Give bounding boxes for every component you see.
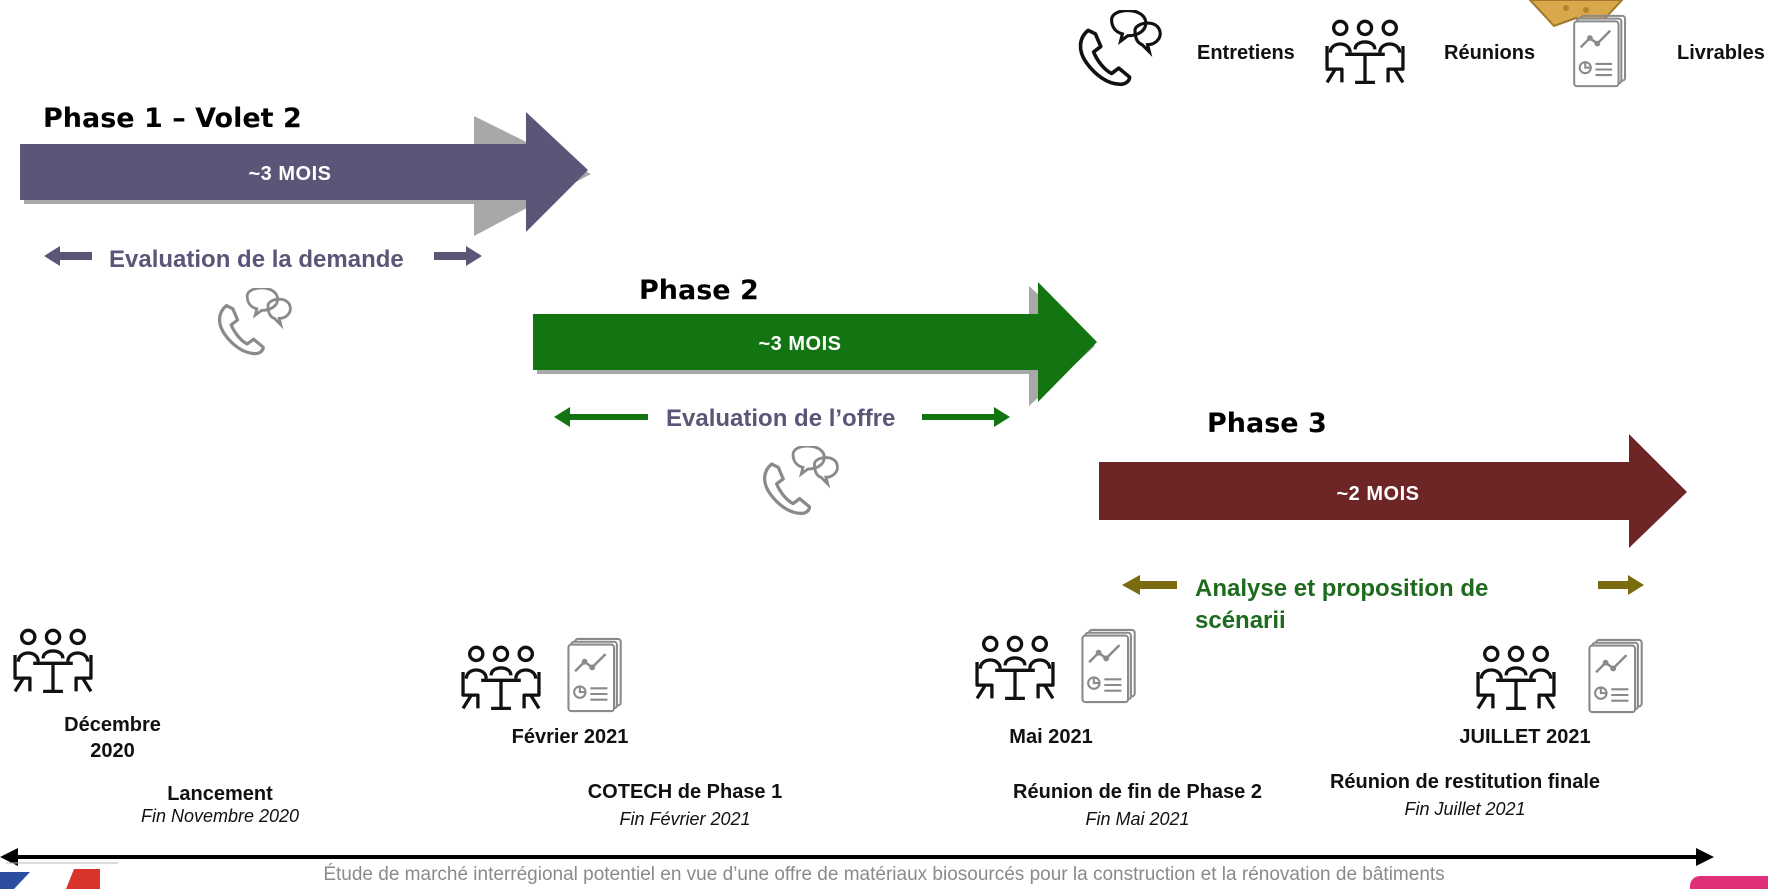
- document-icon: [1572, 14, 1630, 88]
- milestone2-document-icon: [567, 637, 625, 713]
- legend-interviews: Entretiens: [1197, 42, 1295, 64]
- milestone4-meeting-icon: [1473, 644, 1559, 710]
- phase1-duration: ~3 MOIS: [248, 163, 332, 185]
- phase1-arrow: [20, 112, 591, 236]
- phase2-arrow: [533, 282, 1097, 406]
- phase3-right-arrow: [1598, 575, 1644, 595]
- legend-meetings: Réunions: [1444, 42, 1536, 64]
- milestone2-meeting-icon: [458, 644, 544, 710]
- meeting-icon: [1322, 18, 1408, 84]
- phase3-duration: ~2 MOIS: [1336, 483, 1420, 505]
- milestone2-date: Février 2021: [511, 726, 629, 748]
- phase2-left-arrow: [554, 407, 648, 427]
- milestone1-meeting-icon: [10, 627, 96, 693]
- phase2-phone-icon: [755, 446, 841, 520]
- phase1-right-arrow: [434, 246, 482, 266]
- milestone1-date-line2: 2020: [90, 740, 135, 762]
- phase1-phone-icon: [210, 288, 294, 360]
- phase2-right-arrow: [922, 407, 1010, 427]
- phone-icon: [1072, 10, 1162, 92]
- milestone2-sub: Fin Février 2021: [619, 809, 751, 829]
- phase1-left-arrow: [44, 246, 92, 266]
- milestone3-document-icon: [1081, 628, 1139, 704]
- milestone4-title: Réunion de restitution finale: [1329, 771, 1600, 793]
- milestone4-sub: Fin Juillet 2021: [1404, 799, 1526, 819]
- phase2-title: Phase 2: [639, 275, 759, 306]
- phase2-range-label: Evaluation de l’offre: [666, 405, 896, 432]
- milestone1-date-line1: Décembre: [64, 714, 161, 736]
- milestone4-document-icon: [1588, 638, 1646, 714]
- timeline-axis: [0, 848, 1714, 866]
- phase2-duration: ~3 MOIS: [758, 333, 842, 355]
- milestone1-sub: Fin Novembre 2020: [140, 806, 300, 826]
- phase3-range-label-line2: scénarii: [1195, 607, 1286, 634]
- milestone3-date: Mai 2021: [1009, 726, 1093, 748]
- milestone4-date: JUILLET 2021: [1459, 726, 1591, 748]
- milestone3-sub: Fin Mai 2021: [1085, 809, 1190, 829]
- footer-logo: [0, 862, 120, 889]
- milestone2-title: COTECH de Phase 1: [587, 781, 783, 803]
- footer-text: Étude de marché interrégional potentiel …: [323, 864, 1445, 885]
- phase3-arrow: [1099, 434, 1687, 548]
- milestone3-title: Réunion de fin de Phase 2: [1013, 781, 1262, 803]
- milestone3-meeting-icon: [972, 634, 1058, 700]
- phase1-range-label: Evaluation de la demande: [109, 246, 404, 273]
- phase3-title: Phase 3: [1207, 408, 1327, 439]
- footer-corner-mark: [1690, 876, 1768, 889]
- phase1-title: Phase 1 – Volet 2: [43, 103, 302, 134]
- phase3-range-label-line1: Analyse et proposition de: [1195, 575, 1489, 602]
- phase3-left-arrow: [1122, 575, 1177, 595]
- milestone1-title: Lancement: [167, 783, 273, 805]
- legend-deliverables: Livrables: [1677, 42, 1765, 64]
